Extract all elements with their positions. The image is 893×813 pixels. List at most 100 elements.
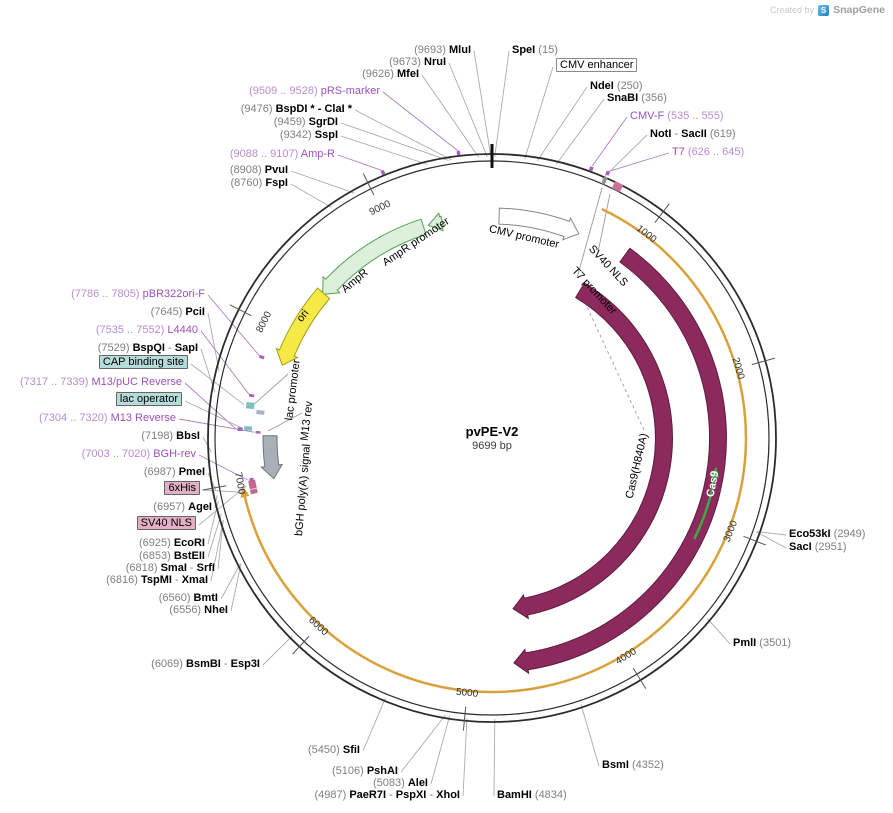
- ampr-promoter-feature[interactable]: [427, 212, 445, 232]
- eco53ki-leader-line: [756, 531, 787, 536]
- alei-label[interactable]: (5083) AleI: [373, 777, 428, 789]
- pvui-text-0: (8908): [229, 164, 265, 176]
- tspmi-xmai-text-2: -: [171, 574, 182, 586]
- saci-label[interactable]: SacI (2951): [789, 541, 847, 553]
- bsmbi-esp3i-label[interactable]: (6069) BsmBI - Esp3I: [151, 658, 260, 670]
- nhei-label[interactable]: (6556) NheI: [169, 604, 228, 616]
- t7-promoter-mark[interactable]: [601, 176, 608, 185]
- tspmi-xmai-label[interactable]: (6816) TspMI - XmaI: [106, 574, 208, 586]
- mlui-label[interactable]: (9693) MluI: [414, 44, 471, 56]
- sv40-nls-left-label[interactable]: SV40 NLS: [136, 516, 196, 530]
- sv40-nls-left-mark[interactable]: [248, 479, 257, 490]
- m13-reverse-label[interactable]: (7304 .. 7320) M13 Reverse: [39, 412, 176, 424]
- pcii-label[interactable]: (7645) PciI: [151, 306, 205, 318]
- sspi-text-1: SspI: [314, 129, 338, 141]
- bspqi-sapi-text-0: (7529): [97, 342, 133, 354]
- sfii-leader-line: [362, 697, 386, 752]
- snapgene-logo-icon: S: [818, 4, 830, 16]
- sfii-text-1: SfiI: [342, 744, 360, 756]
- fspi-label[interactable]: (8760) FspI: [231, 177, 288, 189]
- watermark: Created by S SnapGene: [770, 4, 885, 16]
- sgrdi-label[interactable]: (9459) SgrDI: [274, 116, 338, 128]
- cas9-h840a-feature[interactable]: [512, 282, 673, 620]
- bmti-label[interactable]: (6560) BmtI: [159, 592, 218, 604]
- ecori-text-1: EcoRI: [173, 537, 205, 549]
- smai-srfi-label[interactable]: (6818) SmaI - SrfI: [126, 562, 215, 574]
- agei-label[interactable]: (6957) AgeI: [153, 501, 212, 513]
- paer7i-pspxi-xhoi-label[interactable]: (4987) PaeR7I - PspXI - XhoI: [314, 789, 460, 801]
- bsmi-text-1: (4352): [628, 759, 664, 771]
- pbr322ori-f-mark[interactable]: [258, 354, 265, 360]
- pbr322ori-f-text-1: pBR322ori-F: [142, 288, 205, 300]
- pbr322ori-f-label[interactable]: (7786 .. 7805) pBR322ori-F: [71, 288, 205, 300]
- nrui-label[interactable]: (9673) NruI: [389, 56, 446, 68]
- pmli-label[interactable]: PmlI (3501): [733, 637, 791, 649]
- t7-primer-text-0: T7: [672, 146, 685, 158]
- ndei-label[interactable]: NdeI (250): [590, 80, 643, 92]
- t7-primer-mark[interactable]: [605, 170, 611, 176]
- amp-r-label[interactable]: (9088 .. 9107) Amp-R: [230, 148, 335, 160]
- sv40-nls-top-mark[interactable]: [611, 181, 624, 193]
- pmli-text-0: PmlI: [733, 637, 757, 649]
- eco53ki-text-0: Eco53kI: [789, 528, 831, 540]
- bbsi-leader-line: [202, 436, 212, 453]
- pshai-leader-line: [400, 714, 446, 773]
- pcii-text-0: (7645): [150, 306, 186, 318]
- cmv-f-label[interactable]: CMV-F (535 .. 555): [630, 110, 724, 122]
- pshai-label[interactable]: (5106) PshAI: [332, 765, 398, 777]
- cmv-f-mark[interactable]: [588, 166, 594, 172]
- bbsi-label[interactable]: (7198) BbsI: [141, 430, 200, 442]
- fusion-orf-arc-feature[interactable]: [242, 207, 748, 694]
- snabi-leader-line: [555, 98, 605, 165]
- tick-label-8000: 8000: [254, 309, 274, 334]
- t7-primer-leader-line: [608, 152, 670, 172]
- mfei-text-0: (9626): [362, 68, 397, 80]
- lac-operator-label[interactable]: lac operator: [115, 392, 182, 406]
- tick-5000: [462, 706, 467, 731]
- l4440-label[interactable]: (7535 .. 7552) L4440: [96, 324, 198, 336]
- bsteii-label[interactable]: (6853) BstEII: [139, 550, 205, 562]
- cap-binding-site-label[interactable]: CAP binding site: [98, 355, 188, 369]
- bspqi-sapi-label[interactable]: (7529) BspQI - SapI: [98, 342, 198, 354]
- cap-binding-site-mark[interactable]: [245, 401, 255, 410]
- mlui-text-0: (9693): [414, 44, 449, 56]
- t7-primer-label[interactable]: T7 (626 .. 645): [672, 146, 744, 158]
- tick-6000: [292, 636, 310, 655]
- smai-srfi-text-2: -: [186, 562, 197, 574]
- bgh-rev-mark[interactable]: [249, 477, 254, 482]
- m13-puc-reverse-label[interactable]: (7317 .. 7339) M13/pUC Reverse: [20, 376, 182, 388]
- ecori-label[interactable]: (6925) EcoRI: [139, 537, 205, 549]
- prs-marker-label[interactable]: (9509 .. 9528) pRS-marker: [249, 85, 380, 97]
- paer7i-pspxi-xhoi-text-1: PaeR7I: [349, 789, 387, 801]
- spei-text-0: SpeI: [512, 44, 536, 56]
- noti-sacii-label[interactable]: NotI - SacII (619): [650, 128, 736, 140]
- eco53ki-label[interactable]: Eco53kI (2949): [789, 528, 865, 540]
- sspi-label[interactable]: (9342) SspI: [280, 129, 338, 141]
- cmv-promoter-feature[interactable]: [498, 207, 580, 241]
- 6xhis-mark[interactable]: [249, 488, 258, 495]
- bgh-polya-feature[interactable]: [260, 435, 284, 480]
- tick-label-6000: 6000: [306, 615, 330, 638]
- cmv-enhancer-label[interactable]: CMV enhancer: [556, 58, 638, 72]
- cas9-feature[interactable]: [513, 247, 727, 675]
- bsmi-leader-line: [580, 704, 600, 767]
- pmei-label[interactable]: (6987) PmeI: [144, 466, 205, 478]
- ori-feature[interactable]: [275, 287, 331, 366]
- bgh-rev-label[interactable]: (7003 .. 7020) BGH-rev: [82, 448, 196, 460]
- sv40-nls-left-text-0: SV40 NLS: [140, 517, 192, 529]
- bspdi-clai-label[interactable]: (9476) BspDI * - ClaI *: [241, 103, 352, 115]
- ampr-feature[interactable]: [322, 218, 427, 295]
- amp-r-mark[interactable]: [380, 169, 386, 176]
- 6xhis-label[interactable]: 6xHis: [164, 481, 200, 495]
- sfii-label[interactable]: (5450) SfiI: [308, 744, 360, 756]
- snabi-text-1: (356): [638, 92, 667, 104]
- snabi-label[interactable]: SnaBI (356): [607, 92, 667, 104]
- amp-r-text-0: (9088 .. 9107): [229, 148, 301, 160]
- bsmi-label[interactable]: BsmI (4352): [602, 759, 664, 771]
- bamhi-label[interactable]: BamHI (4834): [497, 789, 567, 801]
- pvui-label[interactable]: (8908) PvuI: [230, 164, 288, 176]
- mfei-label[interactable]: (9626) MfeI: [362, 68, 419, 80]
- m13-puc-reverse-text-0: (7317 .. 7339): [19, 376, 92, 388]
- snapgene-brand[interactable]: SnapGene: [833, 4, 885, 16]
- spei-label[interactable]: SpeI (15): [512, 44, 558, 56]
